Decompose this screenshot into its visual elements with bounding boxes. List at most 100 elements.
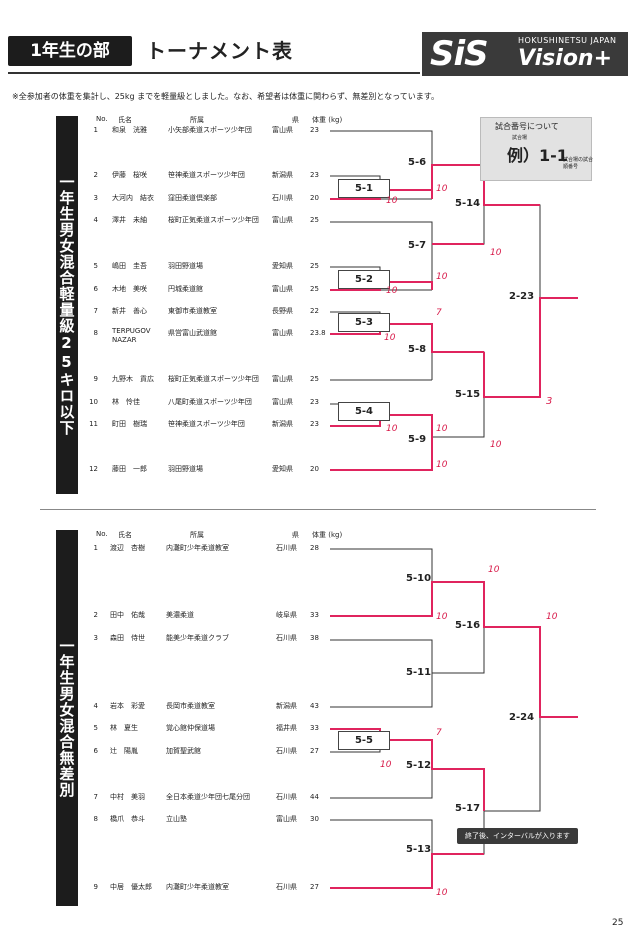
header-affiliation: 所属 xyxy=(190,531,204,539)
player-affiliation: 窪田柔道倶楽部 xyxy=(168,194,217,202)
handwritten-score: 10 xyxy=(386,286,398,296)
player-prefecture: 愛知県 xyxy=(272,465,293,473)
handwritten-score: 10 xyxy=(386,424,398,434)
player-name: 澤井 未紬 xyxy=(112,216,147,224)
player-prefecture: 富山県 xyxy=(276,815,297,823)
handwritten-score: 10 xyxy=(386,196,398,206)
player-row: 9 中居 優太郎 内灘町少年柔道教室 石川県 27 xyxy=(84,881,334,893)
legend-example: 例）1-1 xyxy=(507,146,568,165)
match-label: 5-6 xyxy=(408,157,427,168)
player-weight: 20 xyxy=(310,194,319,202)
player-name: TERPUGOV NAZAR xyxy=(112,327,151,344)
player-row: 11 町田 樹瑞 笹神柔道スポーツ少年団 新潟県 23 xyxy=(84,418,334,430)
logo-sub-line1: HOKUSHINETSU JAPAN xyxy=(518,36,617,45)
player-weight: 23.8 xyxy=(310,329,326,337)
match-label: 2-24 xyxy=(509,712,535,723)
player-prefecture: 長野県 xyxy=(272,307,293,315)
player-no: 7 xyxy=(93,307,98,315)
player-name: 林 夏生 xyxy=(110,724,138,732)
player-prefecture: 石川県 xyxy=(276,747,297,755)
handwritten-score: 10 xyxy=(488,565,500,575)
header-weight: 体重 (kg) xyxy=(312,116,343,124)
player-weight: 25 xyxy=(310,262,319,270)
player-no: 2 xyxy=(93,171,98,179)
match-box: 5-3 xyxy=(338,313,390,332)
player-no: 2 xyxy=(93,611,98,619)
handwritten-score: 10 xyxy=(436,460,448,470)
player-row: 12 藤田 一郎 羽田野道場 愛知県 20 xyxy=(84,463,334,475)
player-row: 2 田中 佑哉 美濃柔道 岐阜県 33 xyxy=(84,609,334,621)
player-affiliation: 覚心館仲保道場 xyxy=(166,724,215,732)
player-affiliation: 八尾町柔道スポーツ少年団 xyxy=(168,398,252,406)
match-label: 5-11 xyxy=(406,667,432,678)
handwritten-score: 7 xyxy=(436,728,442,738)
player-affiliation: 羽田野道場 xyxy=(168,465,203,473)
winner-line xyxy=(330,581,578,718)
header-no: No. xyxy=(96,115,108,123)
player-prefecture: 石川県 xyxy=(276,634,297,642)
match-box: 5-1 xyxy=(338,179,390,198)
player-name: 橋爪 恭斗 xyxy=(110,815,145,823)
header-prefecture: 県 xyxy=(292,531,299,539)
player-prefecture: 富山県 xyxy=(272,329,293,337)
player-no: 10 xyxy=(89,398,98,406)
player-prefecture: 富山県 xyxy=(272,126,293,134)
winner-line xyxy=(330,323,484,353)
player-affiliation: 美濃柔道 xyxy=(166,611,194,619)
player-prefecture: 富山県 xyxy=(272,285,293,293)
player-row: 7 新井 善心 東御市柔道教室 長野県 22 xyxy=(84,305,334,317)
winner-line xyxy=(483,297,578,398)
player-row: 8 TERPUGOV NAZAR 県営富山武道館 富山県 23.8 xyxy=(84,327,334,344)
match-label: 5-9 xyxy=(408,434,427,445)
player-row: 8 橋爪 恭斗 立山塾 富山県 30 xyxy=(84,813,334,825)
player-no: 1 xyxy=(93,126,98,134)
player-name: 岩本 彩愛 xyxy=(110,702,145,710)
header-name: 氏名 xyxy=(118,116,132,124)
player-weight: 23 xyxy=(310,126,319,134)
player-prefecture: 石川県 xyxy=(276,883,297,891)
page-title: トーナメント表 xyxy=(146,39,293,63)
player-row: 9 九野木 貢広 桜町正気柔道スポーツ少年団 富山県 25 xyxy=(84,373,334,385)
player-no: 4 xyxy=(93,702,98,710)
player-weight: 20 xyxy=(310,465,319,473)
logo-sub-line2: Vision+ xyxy=(518,46,613,71)
page-number: 25 xyxy=(612,918,624,928)
player-row: 10 林 怜佳 八尾町柔道スポーツ少年団 富山県 23 xyxy=(84,396,334,408)
match-box: 5-5 xyxy=(338,731,390,750)
player-row: 3 大河内 結衣 窪田柔道倶楽部 石川県 20 xyxy=(84,192,334,204)
player-row: 2 伊藤 桜咲 笹神柔道スポーツ少年団 新潟県 23 xyxy=(84,169,334,181)
player-no: 12 xyxy=(89,465,98,473)
player-prefecture: 富山県 xyxy=(272,398,293,406)
player-no: 3 xyxy=(93,634,98,642)
player-row-withdrawn: 4 岩本 彩愛 長岡市柔道教室 新潟県 43 xyxy=(84,700,334,712)
match-box: 5-4 xyxy=(338,402,390,421)
player-name: 森田 侍世 xyxy=(110,634,145,642)
division1-label: 一年生男女混合軽量級25キロ以下 xyxy=(56,116,78,494)
player-no: 6 xyxy=(93,285,98,293)
player-row: 5 嶋田 圭吾 羽田野道場 愛知県 25 xyxy=(84,260,334,272)
interval-note: 終了後、インターバルが入ります xyxy=(457,828,578,844)
weight-note: ※全参加者の体重を集計し、25kg までを軽量級としました。なお、希望者は体重に… xyxy=(12,92,439,101)
match-label: 5-7 xyxy=(408,240,427,251)
player-name: 伊藤 桜咲 xyxy=(112,171,147,179)
player-prefecture: 新潟県 xyxy=(276,702,297,710)
match-label: 5-13 xyxy=(406,844,432,855)
player-prefecture: 福井県 xyxy=(276,724,297,732)
player-name: 嶋田 圭吾 xyxy=(112,262,147,270)
player-row: 1 和泉 洸雅 小矢部柔道スポーツ少年団 富山県 23 xyxy=(84,124,334,136)
match-label: 5-10 xyxy=(406,573,432,584)
player-name: 町田 樹瑞 xyxy=(112,420,147,428)
player-prefecture: 石川県 xyxy=(272,194,293,202)
player-weight: 25 xyxy=(310,285,319,293)
player-prefecture: 富山県 xyxy=(272,375,293,383)
handwritten-score: 10 xyxy=(490,440,502,450)
player-affiliation: 小矢部柔道スポーツ少年団 xyxy=(168,126,252,134)
section-tab: 1年生の部 xyxy=(8,36,132,66)
handwritten-score: 10 xyxy=(436,184,448,194)
player-prefecture: 岐阜県 xyxy=(276,611,297,619)
logo-main: SiS xyxy=(430,34,489,74)
player-name: 九野木 貢広 xyxy=(112,375,154,383)
player-no: 9 xyxy=(93,883,98,891)
player-no: 8 xyxy=(93,329,98,337)
match-number-legend xyxy=(480,117,592,181)
